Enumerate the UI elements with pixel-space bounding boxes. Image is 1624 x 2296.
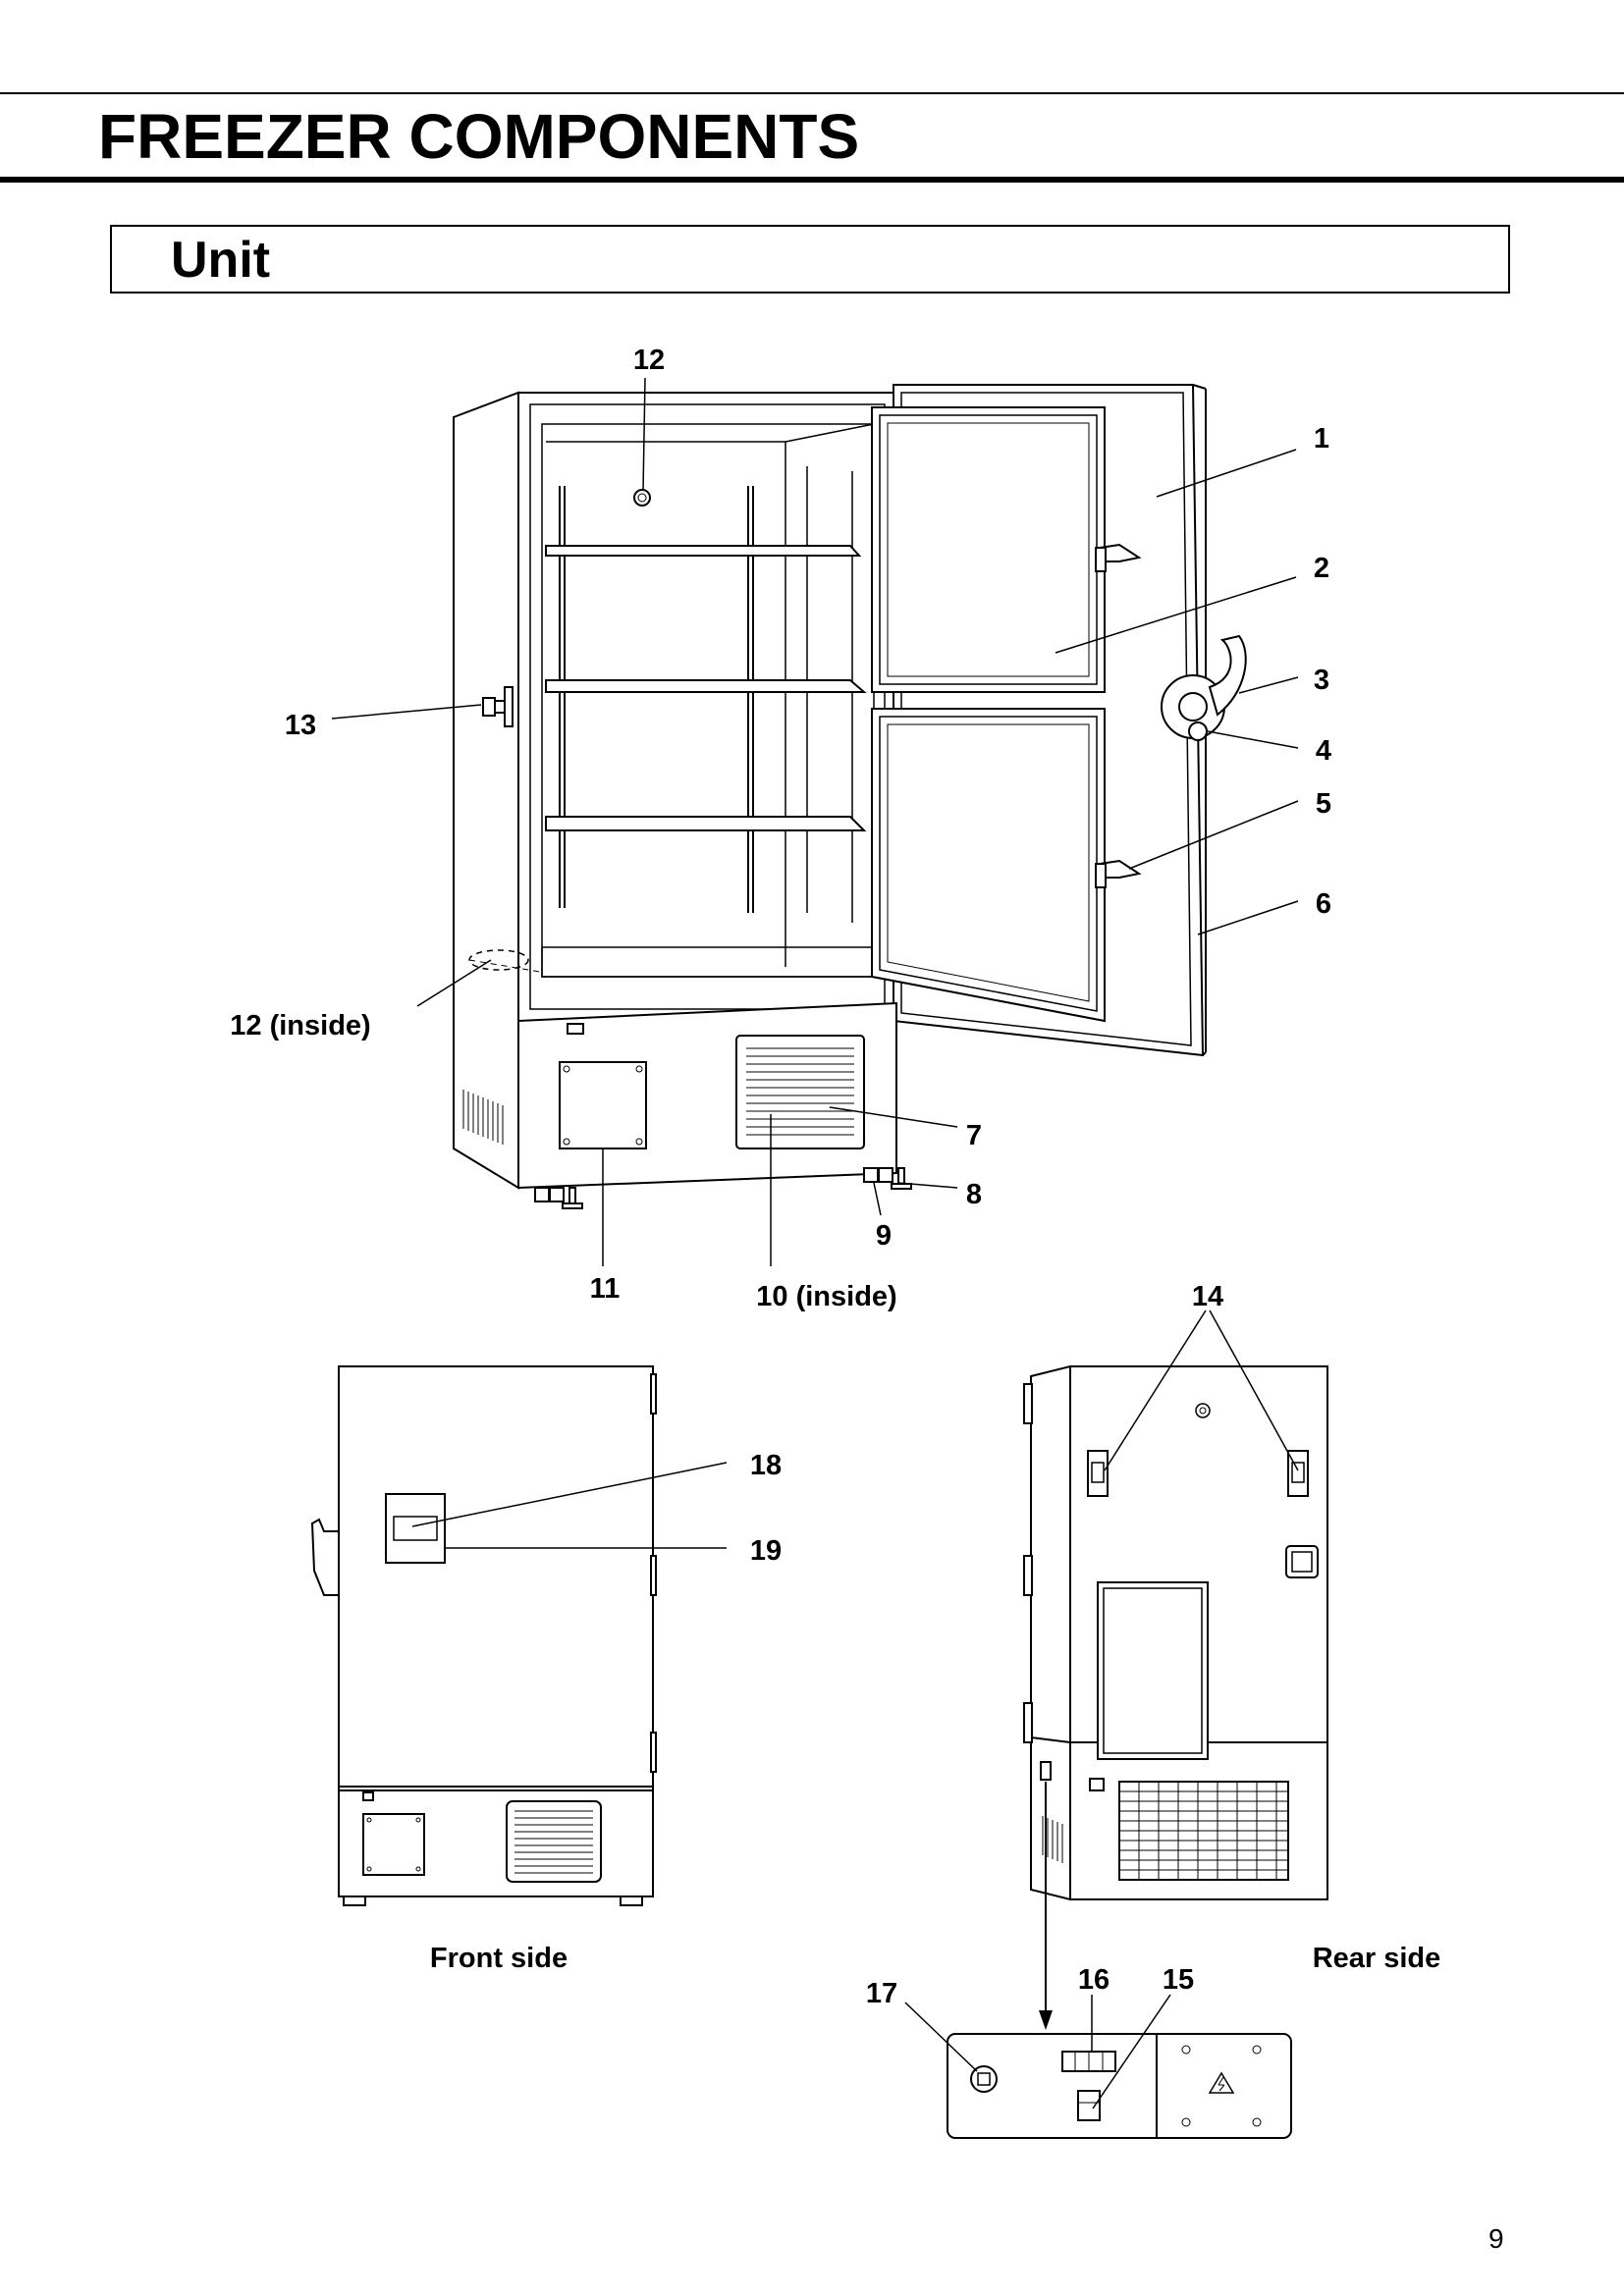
callout-16: 16 — [1078, 1964, 1110, 1996]
callout-2: 2 — [1314, 553, 1329, 584]
front-door — [338, 1365, 654, 1788]
callout-19: 19 — [750, 1535, 782, 1567]
leader-lines-front — [411, 1462, 728, 1549]
leader-lines-main — [331, 377, 1299, 1266]
rear-side-panel — [1030, 1364, 1071, 1901]
callout-11: 11 — [590, 1273, 621, 1305]
rear-grille-hatch — [1119, 1782, 1288, 1880]
rear-side-vent — [1042, 1816, 1063, 1863]
page-title: FREEZER COMPONENTS — [98, 101, 860, 172]
callout-6: 6 — [1316, 888, 1331, 920]
inner-door-latch-upper — [1095, 543, 1142, 572]
shelf-3 — [545, 816, 867, 831]
callout-15: 15 — [1163, 1964, 1194, 1996]
cabinet-front-frame — [517, 392, 897, 1022]
callout-17: 17 — [866, 1978, 897, 2009]
front-feet — [343, 1896, 643, 1906]
base-latch — [567, 1023, 584, 1035]
padlock-hole — [1188, 721, 1208, 741]
header-top-rule — [0, 92, 1624, 94]
caption-front-side: Front side — [430, 1943, 568, 1974]
access-panel — [559, 1061, 647, 1149]
callout-3: 3 — [1314, 665, 1329, 696]
callout-5: 5 — [1316, 788, 1331, 820]
leader-lines-detail — [904, 1994, 1171, 2109]
remote-alarm-terminal — [970, 2065, 998, 2093]
callout-1: 1 — [1314, 423, 1329, 454]
side-port-connector — [482, 686, 514, 727]
inner-door-lower — [871, 708, 1106, 1023]
inner-door-latch-lower — [1095, 859, 1142, 888]
callout-labels: 12 1 2 3 4 5 6 7 8 9 10 (inside) 11 12 (… — [230, 345, 1331, 2009]
door-handle — [1161, 634, 1247, 741]
callout-10-inside: 10 (inside) — [756, 1281, 896, 1312]
callout-8: 8 — [966, 1179, 982, 1210]
front-view-grille-slats — [514, 1810, 593, 1874]
page-number: 9 — [1489, 2223, 1504, 2254]
access-port-top — [633, 489, 651, 507]
connector-panel — [947, 2033, 1292, 2139]
control-panel — [385, 1493, 446, 1564]
callout-14: 14 — [1192, 1281, 1223, 1312]
callout-12-inside: 12 (inside) — [230, 1010, 370, 1041]
open-freezer-illustration — [453, 384, 1247, 1209]
callout-13: 13 — [285, 710, 316, 741]
front-handle — [310, 1518, 340, 1596]
callout-18: 18 — [750, 1450, 782, 1481]
callout-7: 7 — [966, 1120, 982, 1151]
wall-spacer-left — [1087, 1450, 1109, 1497]
callout-9: 9 — [876, 1220, 892, 1252]
leveling-feet — [562, 1167, 912, 1209]
section-title: Unit — [171, 232, 271, 289]
front-grille — [735, 1035, 865, 1149]
side-vent — [462, 1090, 504, 1145]
header-bottom-rule — [0, 177, 1624, 183]
front-view-grille — [506, 1800, 602, 1883]
caption-rear-side: Rear side — [1313, 1943, 1441, 1974]
cabinet-inner-edge — [529, 403, 886, 1010]
shelf-2 — [545, 679, 867, 693]
section-header-box: Unit — [110, 225, 1510, 294]
power-switch — [1077, 2090, 1101, 2121]
leader-lines-rear — [1039, 1309, 1299, 2030]
rear-panel-plate — [1097, 1581, 1209, 1760]
callout-12-top: 12 — [633, 345, 665, 376]
front-side-illustration — [310, 1365, 657, 1906]
inner-door-upper — [871, 406, 1106, 693]
callout-4: 4 — [1316, 735, 1331, 767]
rear-connector-panel-detail — [947, 2033, 1292, 2139]
lcd-display — [393, 1516, 438, 1541]
grille-slats — [746, 1047, 854, 1136]
front-access-panel — [362, 1813, 425, 1876]
high-voltage-warning-icon — [1208, 2071, 1235, 2094]
cabinet-side-panel — [453, 391, 519, 1190]
casters — [534, 1167, 893, 1202]
rear-side-illustration — [1023, 1364, 1328, 1901]
shelf-1 — [545, 545, 862, 557]
